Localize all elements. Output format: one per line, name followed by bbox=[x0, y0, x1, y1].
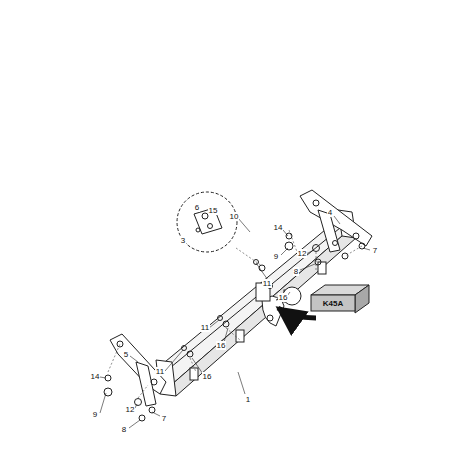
callout-number: 11 bbox=[155, 367, 165, 376]
callout-number: 5 bbox=[123, 350, 129, 359]
kit-code-box: K45A bbox=[310, 284, 370, 314]
kit-code: K45A bbox=[323, 299, 343, 308]
callout-number: 9 bbox=[273, 252, 279, 261]
callout-number: 8 bbox=[293, 267, 299, 276]
callout-number: 11 bbox=[200, 323, 210, 332]
callout-number: 14 bbox=[273, 223, 284, 232]
callout-number: 12 bbox=[297, 249, 308, 258]
callout-number: 16 bbox=[278, 293, 289, 302]
callout-number: 7 bbox=[161, 414, 167, 423]
callout-number: 6 bbox=[194, 203, 200, 212]
callout-number: 9 bbox=[92, 410, 98, 419]
callout-number: 8 bbox=[121, 425, 127, 434]
callout-number: 11 bbox=[262, 279, 272, 288]
callout-number: 14 bbox=[90, 372, 101, 381]
callout-number: 16 bbox=[202, 372, 213, 381]
callout-number: 10 bbox=[229, 212, 240, 221]
callout-number: 7 bbox=[372, 246, 378, 255]
callout-number: 3 bbox=[180, 236, 186, 245]
callout-number: 15 bbox=[208, 206, 219, 215]
callout-number: 1 bbox=[245, 395, 251, 404]
callout-number: 16 bbox=[216, 341, 227, 350]
callout-number: 4 bbox=[327, 208, 333, 217]
callout-number: 12 bbox=[125, 405, 136, 414]
